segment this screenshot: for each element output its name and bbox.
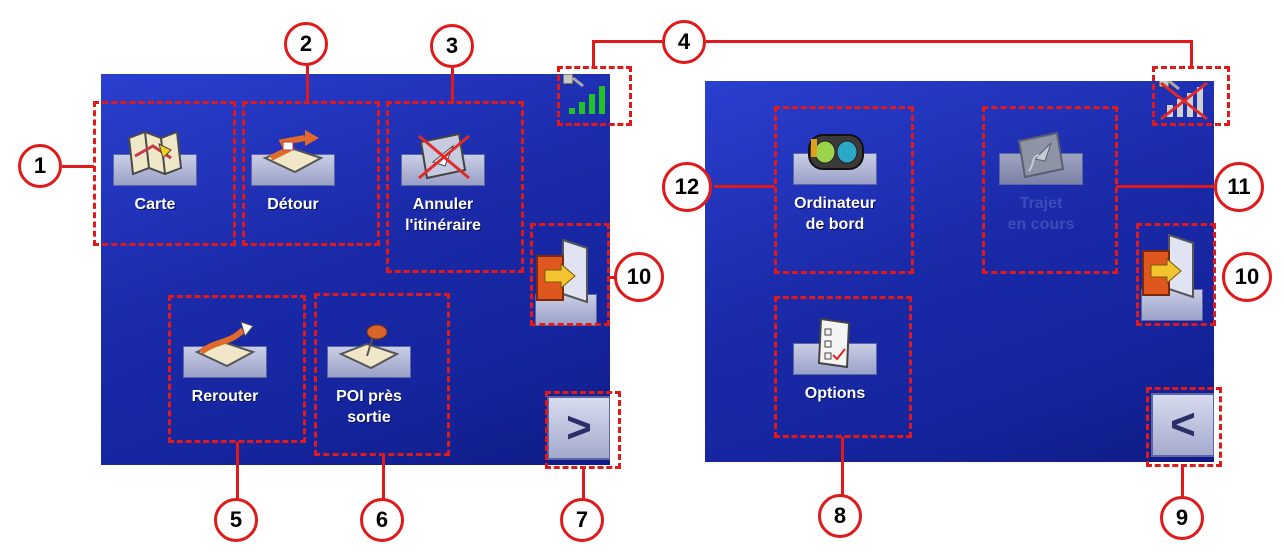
leader-line (1116, 185, 1214, 188)
callout-1: 1 (18, 144, 62, 188)
gps-signal-icon (562, 74, 605, 114)
callout-8: 8 (818, 494, 862, 538)
leader-line (582, 468, 585, 502)
exit-button[interactable] (531, 236, 597, 326)
chevron-left-icon: < (1170, 400, 1196, 449)
leader-line (592, 40, 662, 43)
ordinateur-de-bord-button[interactable]: Ordinateur de bord (785, 127, 885, 235)
callout-4: 4 (662, 20, 706, 64)
leader-line (451, 68, 454, 103)
chevron-right-icon: > (566, 403, 592, 452)
poi-label: POI près sortie (336, 388, 402, 426)
cancel-route-icon (418, 132, 470, 180)
callout-3: 3 (430, 24, 474, 68)
current-route-icon (1017, 131, 1065, 179)
options-label: Options (804, 385, 866, 402)
leader-line (382, 455, 385, 502)
next-page-button[interactable]: > (547, 396, 610, 460)
detour-icon (262, 130, 324, 174)
trip-computer-icon (808, 134, 864, 170)
gps-no-signal-icon (1158, 81, 1208, 121)
poi-pushpin-icon (338, 324, 400, 370)
callout-10: 10 (1222, 252, 1272, 302)
trajet-en-cours-button[interactable]: Trajet en cours (991, 127, 1091, 235)
detour-label: Détour (267, 196, 319, 213)
callout-2: 2 (284, 22, 328, 66)
gps-no-signal-indicator (1155, 81, 1211, 121)
leader-line (1190, 40, 1193, 68)
annuler-itineraire-button[interactable]: Annuler l'itinéraire (393, 128, 493, 236)
ordinateur-label: Ordinateur de bord (794, 195, 876, 233)
carte-button[interactable]: Carte (105, 128, 205, 215)
gps-signal-indicator (559, 74, 610, 118)
options-button[interactable]: Options (785, 317, 885, 404)
callout-6: 6 (360, 498, 404, 542)
detour-button[interactable]: Détour (243, 128, 343, 215)
annuler-label: Annuler l'itinéraire (405, 196, 481, 234)
leader-line (306, 65, 309, 103)
rerouter-label: Rerouter (191, 388, 259, 405)
callout-9: 9 (1160, 496, 1204, 540)
leader-line (706, 40, 1193, 43)
options-checklist-icon (817, 317, 851, 369)
previous-page-button[interactable]: < (1151, 393, 1214, 457)
rerouter-button[interactable]: Rerouter (175, 320, 275, 407)
callout-11: 11 (1214, 162, 1264, 212)
reroute-icon (194, 321, 256, 368)
exit-door-icon (1142, 233, 1194, 299)
trajet-label: Trajet en cours (1007, 195, 1075, 233)
leader-line (62, 165, 94, 168)
callout-7: 7 (560, 498, 604, 542)
leader-line (236, 442, 239, 502)
leader-line (1181, 466, 1184, 498)
main-menu-screen-page1: Carte Détour Annuler l'itinérai (101, 74, 610, 465)
exit-door-icon (536, 238, 588, 304)
leader-line (714, 185, 775, 188)
leader-line (592, 40, 595, 68)
callout-12: 12 (662, 162, 712, 212)
callout-5: 5 (214, 498, 258, 542)
leader-line (841, 437, 844, 497)
carte-label: Carte (134, 196, 176, 213)
main-menu-screen-page2: Ordinateur de bord Trajet en cours (705, 81, 1214, 462)
callout-10: 10 (614, 252, 664, 302)
map-icon (127, 130, 183, 176)
leader-line (608, 276, 618, 279)
poi-pres-sortie-button[interactable]: POI près sortie (319, 320, 419, 428)
exit-button[interactable] (1137, 231, 1203, 321)
